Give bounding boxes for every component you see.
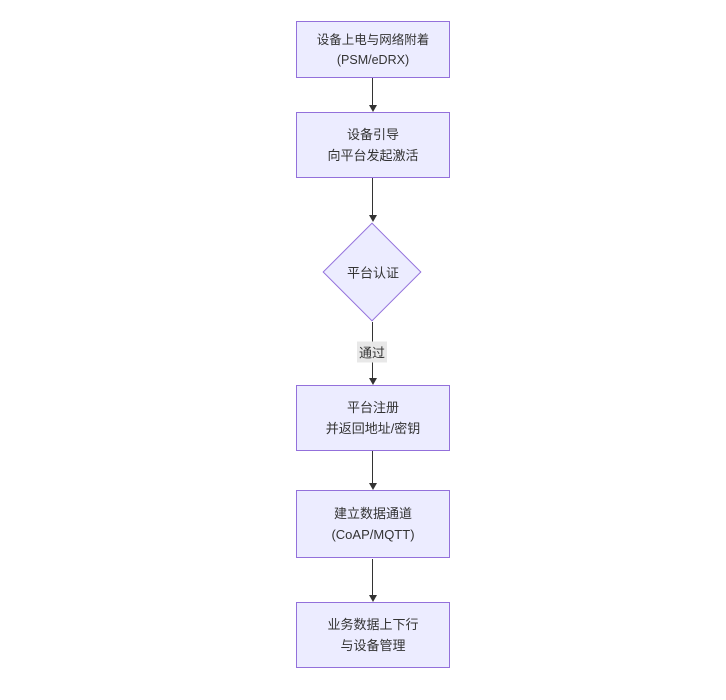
node-label-line: (CoAP/MQTT) xyxy=(331,527,415,542)
node-label-line: 与设备管理 xyxy=(340,638,406,653)
arrow-line xyxy=(372,78,373,106)
arrowhead-down-icon xyxy=(368,215,377,222)
edge-register-to-channel xyxy=(368,451,377,490)
node-bootstrap: 设备引导 向平台发起激活 xyxy=(296,112,450,178)
node-label-line: (PSM/eDRX) xyxy=(336,52,410,67)
edge-bootstrap-to-auth xyxy=(368,178,377,222)
node-business-data: 业务数据上下行 与设备管理 xyxy=(296,602,450,668)
arrowhead-down-icon xyxy=(368,483,377,490)
edge-label-pass: 通过 xyxy=(356,341,388,363)
node-label-line: 向平台发起激活 xyxy=(327,148,419,163)
arrowhead-down-icon xyxy=(368,378,377,385)
arrow-line xyxy=(372,559,373,596)
node-label-line: 平台注册 xyxy=(346,400,399,415)
arrowhead-down-icon xyxy=(368,595,377,602)
node-power-attach: 设备上电与网络附着 (PSM/eDRX) xyxy=(296,21,450,78)
node-data-channel: 建立数据通道 (CoAP/MQTT) xyxy=(296,490,450,558)
node-label-line: 设备上电与网络附着 xyxy=(316,32,430,47)
node-auth-decision-label: 平台认证 xyxy=(346,265,400,281)
node-label-line: 并返回地址/密钥 xyxy=(325,421,421,436)
node-label-line: 业务数据上下行 xyxy=(327,617,419,632)
arrow-line xyxy=(372,451,373,484)
arrowhead-down-icon xyxy=(368,105,377,112)
edge-power-to-bootstrap xyxy=(368,78,377,112)
edge-channel-to-business xyxy=(368,559,377,602)
node-label-line: 建立数据通道 xyxy=(333,506,412,521)
node-register: 平台注册 并返回地址/密钥 xyxy=(296,385,450,451)
node-label-line: 设备引导 xyxy=(346,127,399,142)
arrow-line xyxy=(372,178,373,216)
